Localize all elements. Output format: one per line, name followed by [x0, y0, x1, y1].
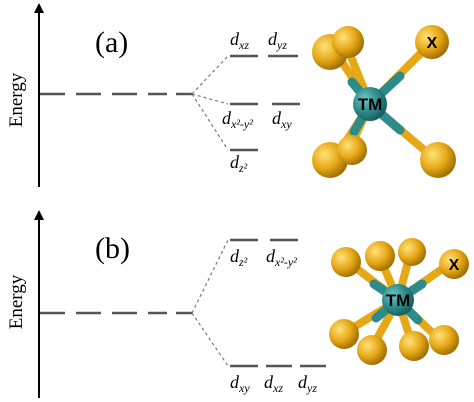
ligand-atom: [365, 241, 395, 271]
levels-b: [230, 238, 326, 368]
splitting-lines-a: [191, 55, 229, 151]
ligand-atom: [337, 135, 367, 165]
tm-label-a: TM: [358, 95, 383, 114]
ligand-atom: [331, 247, 361, 277]
ligand-atom: [439, 249, 469, 279]
panel-label-a: (a): [95, 26, 128, 59]
ligand-atom: [398, 238, 426, 266]
label-dxy-b: dxy: [230, 372, 250, 395]
label-dz2-a: dz²: [230, 152, 248, 175]
ligand-atom: [399, 331, 429, 361]
x-label-b: X: [449, 257, 460, 274]
panel-b: Energy (b) dz² dx²-y² dxy: [6, 210, 469, 398]
tm-atom: [382, 284, 414, 316]
ligand-atom: [420, 142, 456, 178]
label-dz2-b: dz²: [230, 246, 248, 269]
ligand-atom: [329, 319, 359, 349]
label-dx2y2-a: dx²-y²: [222, 108, 253, 131]
label-dxy-a: dxy: [272, 108, 292, 131]
tm-atom: [353, 87, 387, 121]
molecule-a: TM X: [312, 25, 456, 178]
label-dyz-a: dyz: [268, 29, 287, 52]
label-dxz-b: dxz: [264, 372, 283, 395]
energy-label-a: Energy: [6, 72, 27, 127]
molecule-b: TM X: [329, 238, 469, 365]
label-dx2y2-b: dx²-y²: [266, 246, 297, 269]
levels-a: [230, 54, 300, 152]
tm-label-b: TM: [386, 291, 411, 310]
energy-label-b: Energy: [6, 274, 27, 329]
splitting-lines-b: [191, 239, 229, 367]
label-dyz-b: dyz: [298, 372, 317, 395]
ligand-atom: [415, 25, 449, 59]
ligand-atom: [429, 325, 459, 355]
panel-a: Energy (a) dxz dyz: [6, 3, 456, 187]
label-dxz-a: dxz: [230, 29, 249, 52]
ligand-atom: [357, 335, 387, 365]
panel-label-b: (b): [95, 232, 130, 265]
x-label-a: X: [427, 35, 438, 52]
ligand-atom: [332, 26, 364, 58]
